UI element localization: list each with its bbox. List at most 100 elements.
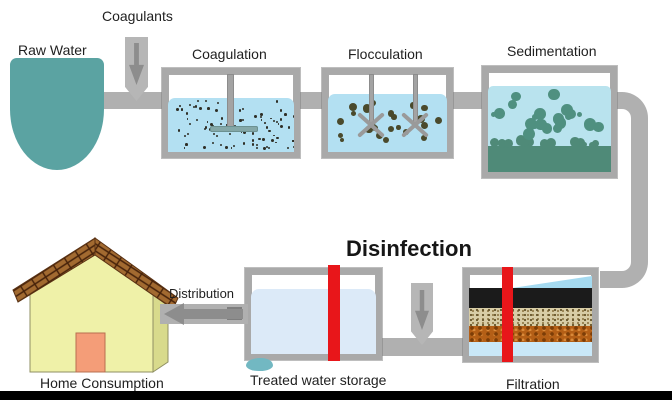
particle (336, 117, 344, 126)
particle (195, 118, 198, 122)
particle (186, 118, 189, 120)
particle (204, 100, 207, 103)
particle (196, 100, 199, 103)
particle (204, 127, 207, 131)
particle (511, 91, 521, 102)
particle (180, 108, 184, 112)
particle (205, 126, 208, 129)
particle (292, 139, 294, 143)
particle (185, 111, 189, 115)
particle (287, 146, 289, 149)
particle (176, 107, 180, 111)
particle (277, 123, 280, 126)
coagulation-tank (162, 68, 300, 158)
filtration-sand-layer (469, 308, 592, 326)
particle (183, 147, 186, 149)
sedimentation-tank (482, 66, 617, 178)
particle (241, 118, 244, 121)
particle (291, 140, 293, 142)
particle (389, 126, 394, 132)
flocculation-tank (322, 68, 453, 158)
particle (273, 119, 276, 122)
particle (270, 117, 272, 120)
flocculation-tank-interior (328, 74, 447, 152)
distribution-arrow-shaft (182, 309, 243, 319)
particle (262, 137, 265, 141)
coagulation-particles (176, 100, 294, 150)
pipe-rawwater-to-coagulation (90, 92, 166, 109)
coagulation-tank-interior (168, 74, 294, 152)
particle (583, 118, 597, 131)
sedimentation-tank-interior (488, 72, 611, 172)
particle (212, 132, 216, 136)
label-flocculation: Flocculation (348, 46, 423, 62)
particle (507, 100, 517, 109)
particle (225, 124, 228, 126)
label-coagulation: Coagulation (192, 46, 267, 62)
particle (545, 138, 556, 149)
particle (276, 120, 279, 123)
particle (531, 123, 538, 130)
image-bottom-border (0, 391, 672, 400)
particle (257, 137, 261, 141)
particle (267, 146, 271, 149)
flocculation-x-paddle-right (400, 112, 430, 138)
particle (185, 143, 188, 146)
water-drop (246, 358, 273, 371)
particle (225, 146, 228, 149)
label-disinfection: Disinfection (346, 236, 472, 261)
particle (272, 134, 275, 137)
flocculation-mixer-shaft-left (369, 74, 374, 126)
flocculation-x-paddle-left (356, 112, 386, 138)
filtration-tank-interior (469, 274, 592, 356)
particle (259, 115, 263, 119)
particle (420, 104, 428, 112)
filtration-carbon-layer (469, 288, 592, 308)
particle (264, 122, 267, 125)
particle (284, 113, 287, 116)
particle (351, 111, 356, 116)
particle (503, 139, 513, 148)
particle (489, 138, 499, 148)
raw-water-body (10, 58, 104, 170)
house-icon (12, 237, 179, 373)
particle (541, 123, 553, 134)
particle (206, 121, 209, 123)
particle (293, 146, 294, 149)
particle (220, 123, 222, 125)
particle (260, 118, 263, 121)
flocculation-mixer-shaft-right (413, 74, 418, 126)
particle (391, 114, 397, 120)
particle (199, 106, 202, 110)
particle (552, 123, 562, 133)
particle (207, 107, 210, 110)
particle (251, 132, 254, 135)
particle (240, 131, 243, 134)
particle (216, 102, 220, 105)
particle (242, 108, 245, 111)
particle (340, 138, 345, 143)
particle (523, 128, 536, 141)
particle (518, 136, 530, 148)
particle (362, 104, 372, 114)
particle (211, 142, 214, 145)
label-filtration: Filtration (506, 376, 560, 392)
chlorination-bar-storage (328, 265, 340, 361)
particle (548, 88, 560, 101)
particle (275, 141, 278, 144)
particle (215, 134, 219, 137)
particle (421, 135, 428, 142)
pipe-filtration-to-storage (376, 338, 468, 356)
particle (263, 147, 266, 150)
particle (220, 117, 224, 120)
particle (293, 115, 294, 118)
particle (242, 131, 246, 134)
particle (238, 109, 242, 112)
coagulation-mixer-shaft (227, 74, 234, 128)
particle (194, 104, 198, 108)
particle (255, 146, 259, 150)
particle (593, 122, 604, 133)
sedimentation-particles (490, 88, 609, 143)
particle (491, 111, 496, 117)
